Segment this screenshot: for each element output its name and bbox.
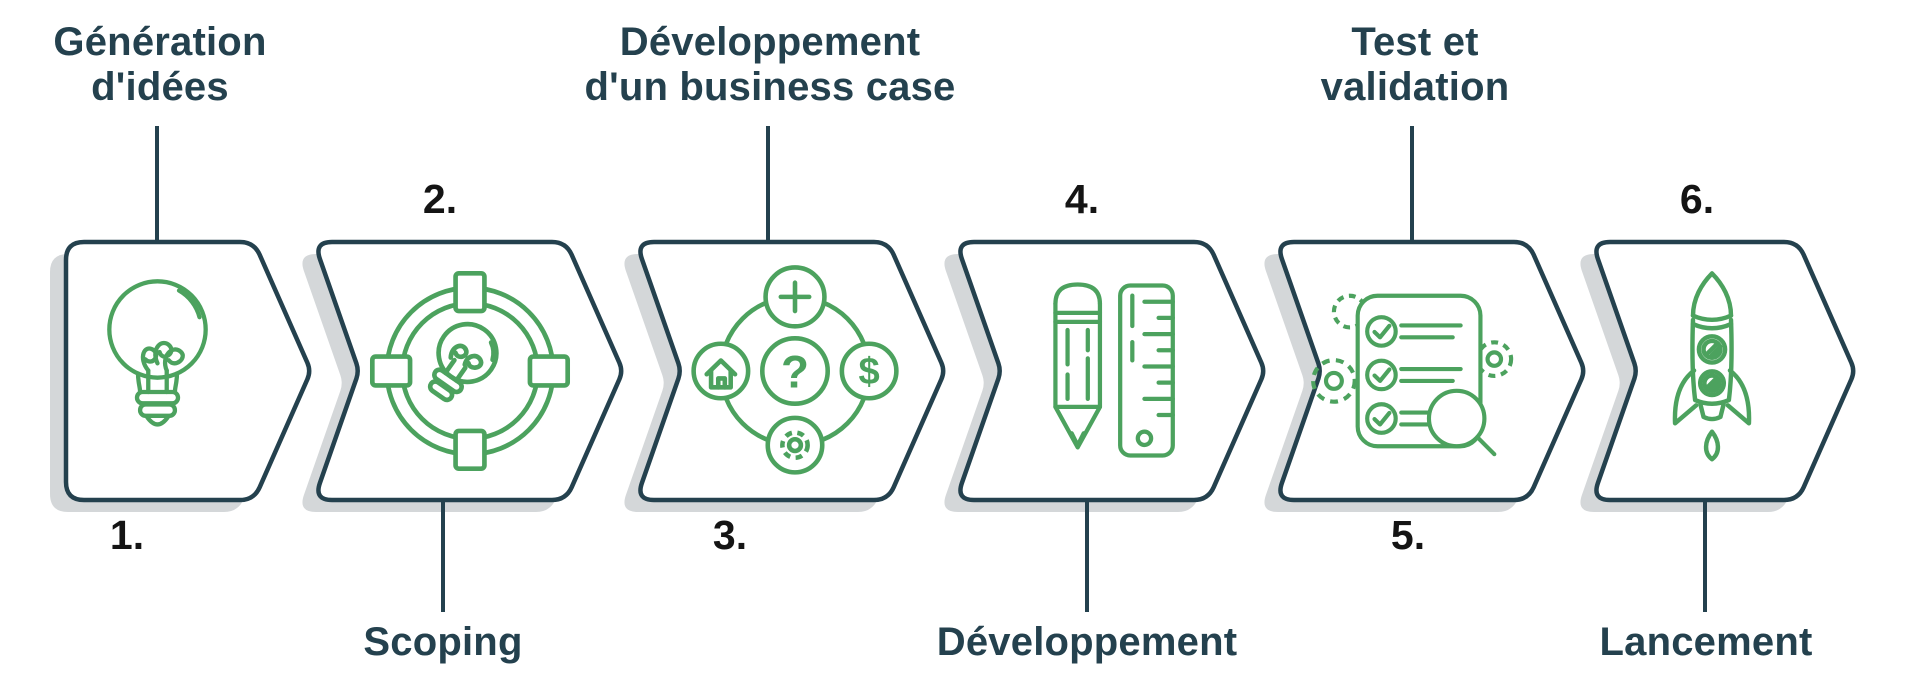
step-number-4: 4. [1064,176,1100,222]
question-mark-icon: ? [781,346,809,397]
rocket-flame [1703,429,1721,462]
pencil-icon [1053,282,1103,450]
step-label-4: Développement [936,620,1238,664]
filament [140,340,185,373]
target-scope-icon [369,270,571,472]
lightbulb-idea-icon [107,279,208,427]
rocket-fin-left [1672,368,1699,426]
crosshair-tab-east [527,354,571,388]
bulb-highlight [176,288,202,320]
step-number-2: 2. [422,176,458,222]
crosshair-tab-north [453,270,487,314]
step-number-6: 6. [1679,176,1715,222]
step-number-1: 1. [109,512,145,558]
step-label-3: Développement d'un business case [584,20,956,109]
mini-lightbulb [427,321,499,403]
dollar-icon: $ [859,350,880,393]
rocket-body [1690,317,1734,406]
chevron-shapes [63,239,1856,503]
step-label-5: Test et validation [1320,20,1510,109]
step-number-3: 3. [712,512,748,558]
chevron-step-1 [63,239,312,503]
porthole [1696,334,1728,398]
connector-lines [155,126,1707,612]
step-label-2: Scoping [363,620,523,664]
pencil-ruler-icon [1053,282,1175,458]
house-icon [704,358,738,390]
gear-icon [780,430,810,461]
chevron-step-2 [316,239,624,503]
ruler-icon [1118,283,1175,458]
rocket-nose [1690,271,1734,318]
crosshair-tab-south [453,428,487,472]
step-number-5: 5. [1390,512,1426,558]
business-case-circles-icon: ? $ [691,265,899,475]
step-label-6: Lancement [1599,620,1813,664]
chevron-step-4 [958,239,1266,503]
magnifier-icon [1426,388,1497,457]
plus-icon [778,280,812,314]
crosshair-tab-west [369,354,413,388]
rocket-launch-icon [1672,271,1752,462]
step-label-1: Génération d'idées [53,20,267,109]
checklist-validation-icon [1311,293,1514,457]
rocket-nozzle [1698,402,1726,422]
chevron-step-6 [1594,239,1856,503]
rocket-fin-right [1725,368,1752,426]
